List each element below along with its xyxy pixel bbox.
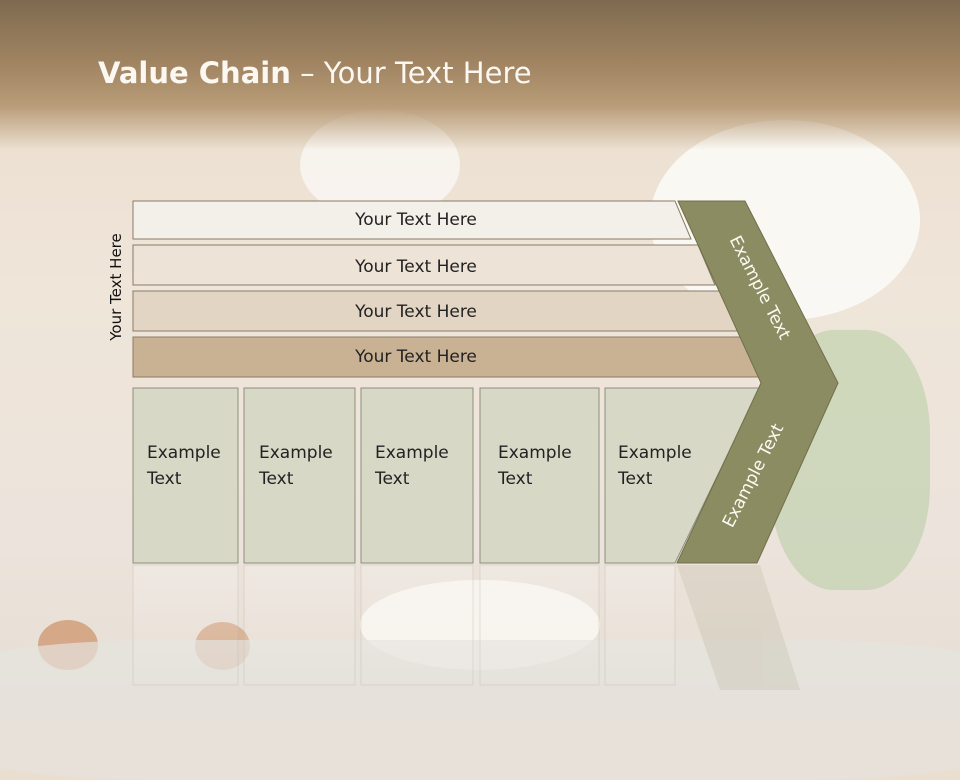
header-band: [0, 0, 960, 150]
cell-1-line2: Text: [146, 469, 182, 489]
cell-5-line2: Text: [617, 469, 653, 489]
title-bold: Value Chain: [98, 56, 291, 90]
cell-2-line1: Example: [259, 443, 333, 463]
cell-4-line1: Example: [498, 443, 572, 463]
row-1-label: Your Text Here: [354, 210, 477, 230]
cell-3-line2: Text: [374, 469, 410, 489]
cell-3-box: [360, 387, 474, 564]
title-rest: – Your Text Here: [290, 56, 532, 90]
row-1-shape: [132, 200, 692, 240]
cell-1-line1: Example: [147, 443, 221, 463]
row-1: Your Text Here: [132, 200, 692, 240]
slide-title: Value Chain – Your Text Here: [98, 56, 532, 90]
cell-2-box: [243, 387, 356, 564]
row-4: Your Text Here: [132, 336, 764, 378]
cell-1-box: [132, 387, 239, 564]
cell-3-line1: Example: [375, 443, 449, 463]
cell-2: Example Text: [243, 387, 356, 564]
row-2-label: Your Text Here: [354, 257, 477, 277]
cell-3: Example Text: [360, 387, 474, 564]
cell-4: Example Text: [479, 387, 600, 564]
cell-4-box: [479, 387, 600, 564]
cell-1: Example Text: [132, 387, 239, 564]
cell-2-line2: Text: [258, 469, 294, 489]
cell-5-box: [604, 387, 761, 564]
row-3: Your Text Here: [132, 290, 740, 332]
row-3-label: Your Text Here: [354, 302, 477, 322]
row-4-label: Your Text Here: [354, 347, 477, 367]
cell-5: Example Text: [604, 387, 761, 564]
value-chain-diagram: Your Text Here Your Text Here Your Text …: [132, 200, 839, 690]
cell-4-line2: Text: [497, 469, 533, 489]
cell-5-line1: Example: [618, 443, 692, 463]
cells-reflection: [132, 564, 800, 690]
row-2-shape: [132, 244, 716, 286]
chevron-shape: [676, 200, 839, 564]
row-2: Your Text Here: [132, 244, 716, 286]
